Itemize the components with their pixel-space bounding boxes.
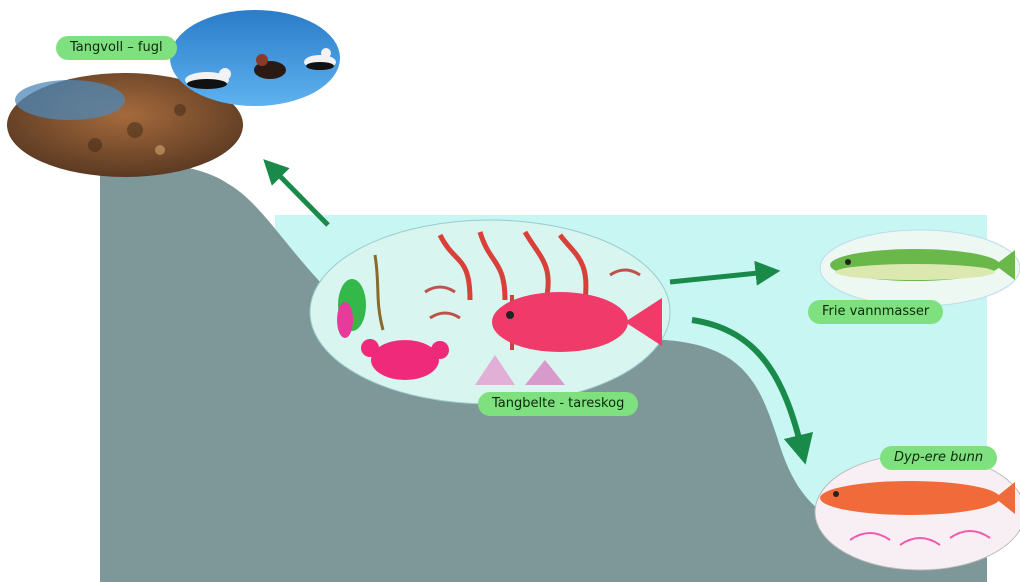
open-water-photo	[820, 230, 1020, 306]
label-dypere-bunn: Dyp-ere bunn	[880, 446, 997, 470]
label-tangbelte: Tangbelte - tareskog	[478, 392, 638, 416]
eider-photo	[170, 10, 340, 106]
label-tangvoll: Tangvoll – fugl	[56, 36, 177, 60]
label-frie-vannmasser: Frie vannmasser	[808, 300, 943, 324]
deep-bottom-photo	[815, 454, 1020, 570]
kelp-forest-photo	[310, 220, 670, 404]
